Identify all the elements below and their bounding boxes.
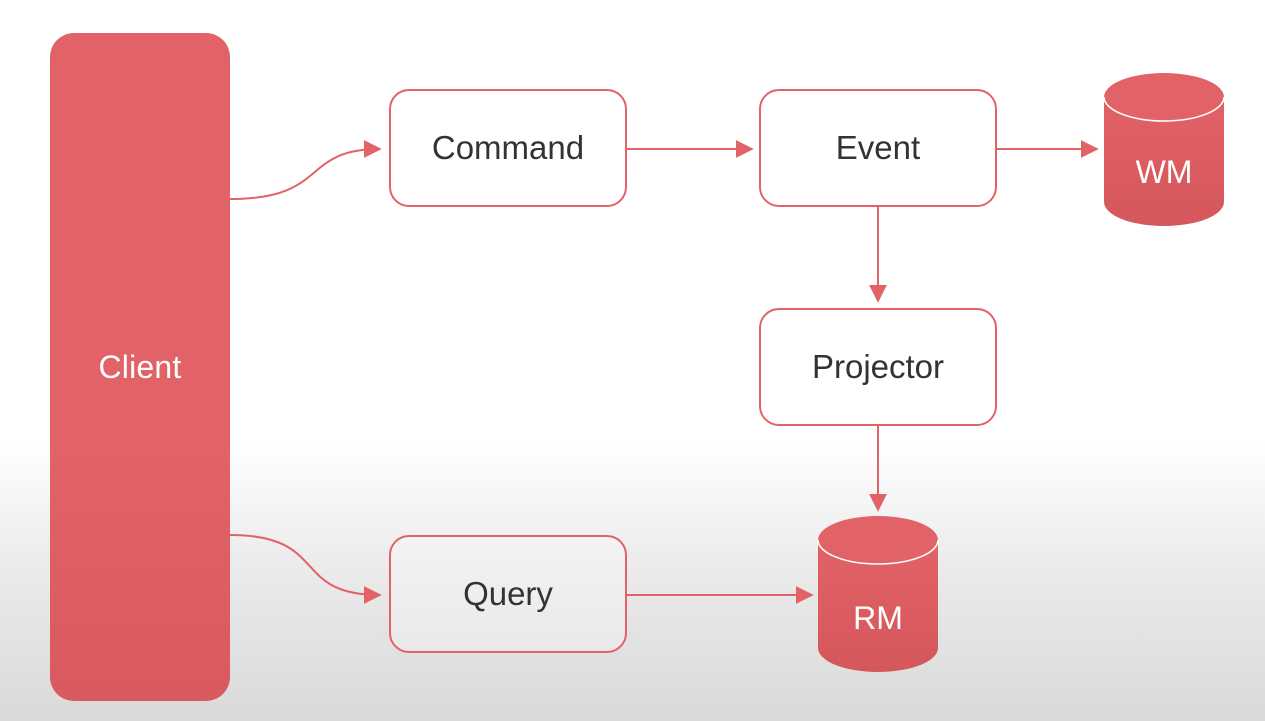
projector-label: Projector	[811, 348, 945, 385]
event-node: Event	[759, 89, 997, 207]
command-label: Command	[431, 129, 585, 166]
query-label: Query	[463, 575, 553, 612]
wm-label: WM	[1135, 153, 1193, 190]
client-node: Client	[50, 33, 230, 701]
command-node: Command	[389, 89, 627, 207]
projector-node: Projector	[759, 308, 997, 426]
rm-label: RM	[853, 599, 903, 636]
query-node: Query	[389, 535, 627, 653]
wm-database-icon	[1103, 73, 1225, 226]
edge-client-query	[229, 534, 382, 604]
edge-client-command	[229, 140, 382, 200]
client-label: Client	[98, 348, 182, 385]
rm-database-icon	[817, 516, 939, 672]
event-label: Event	[835, 129, 921, 166]
